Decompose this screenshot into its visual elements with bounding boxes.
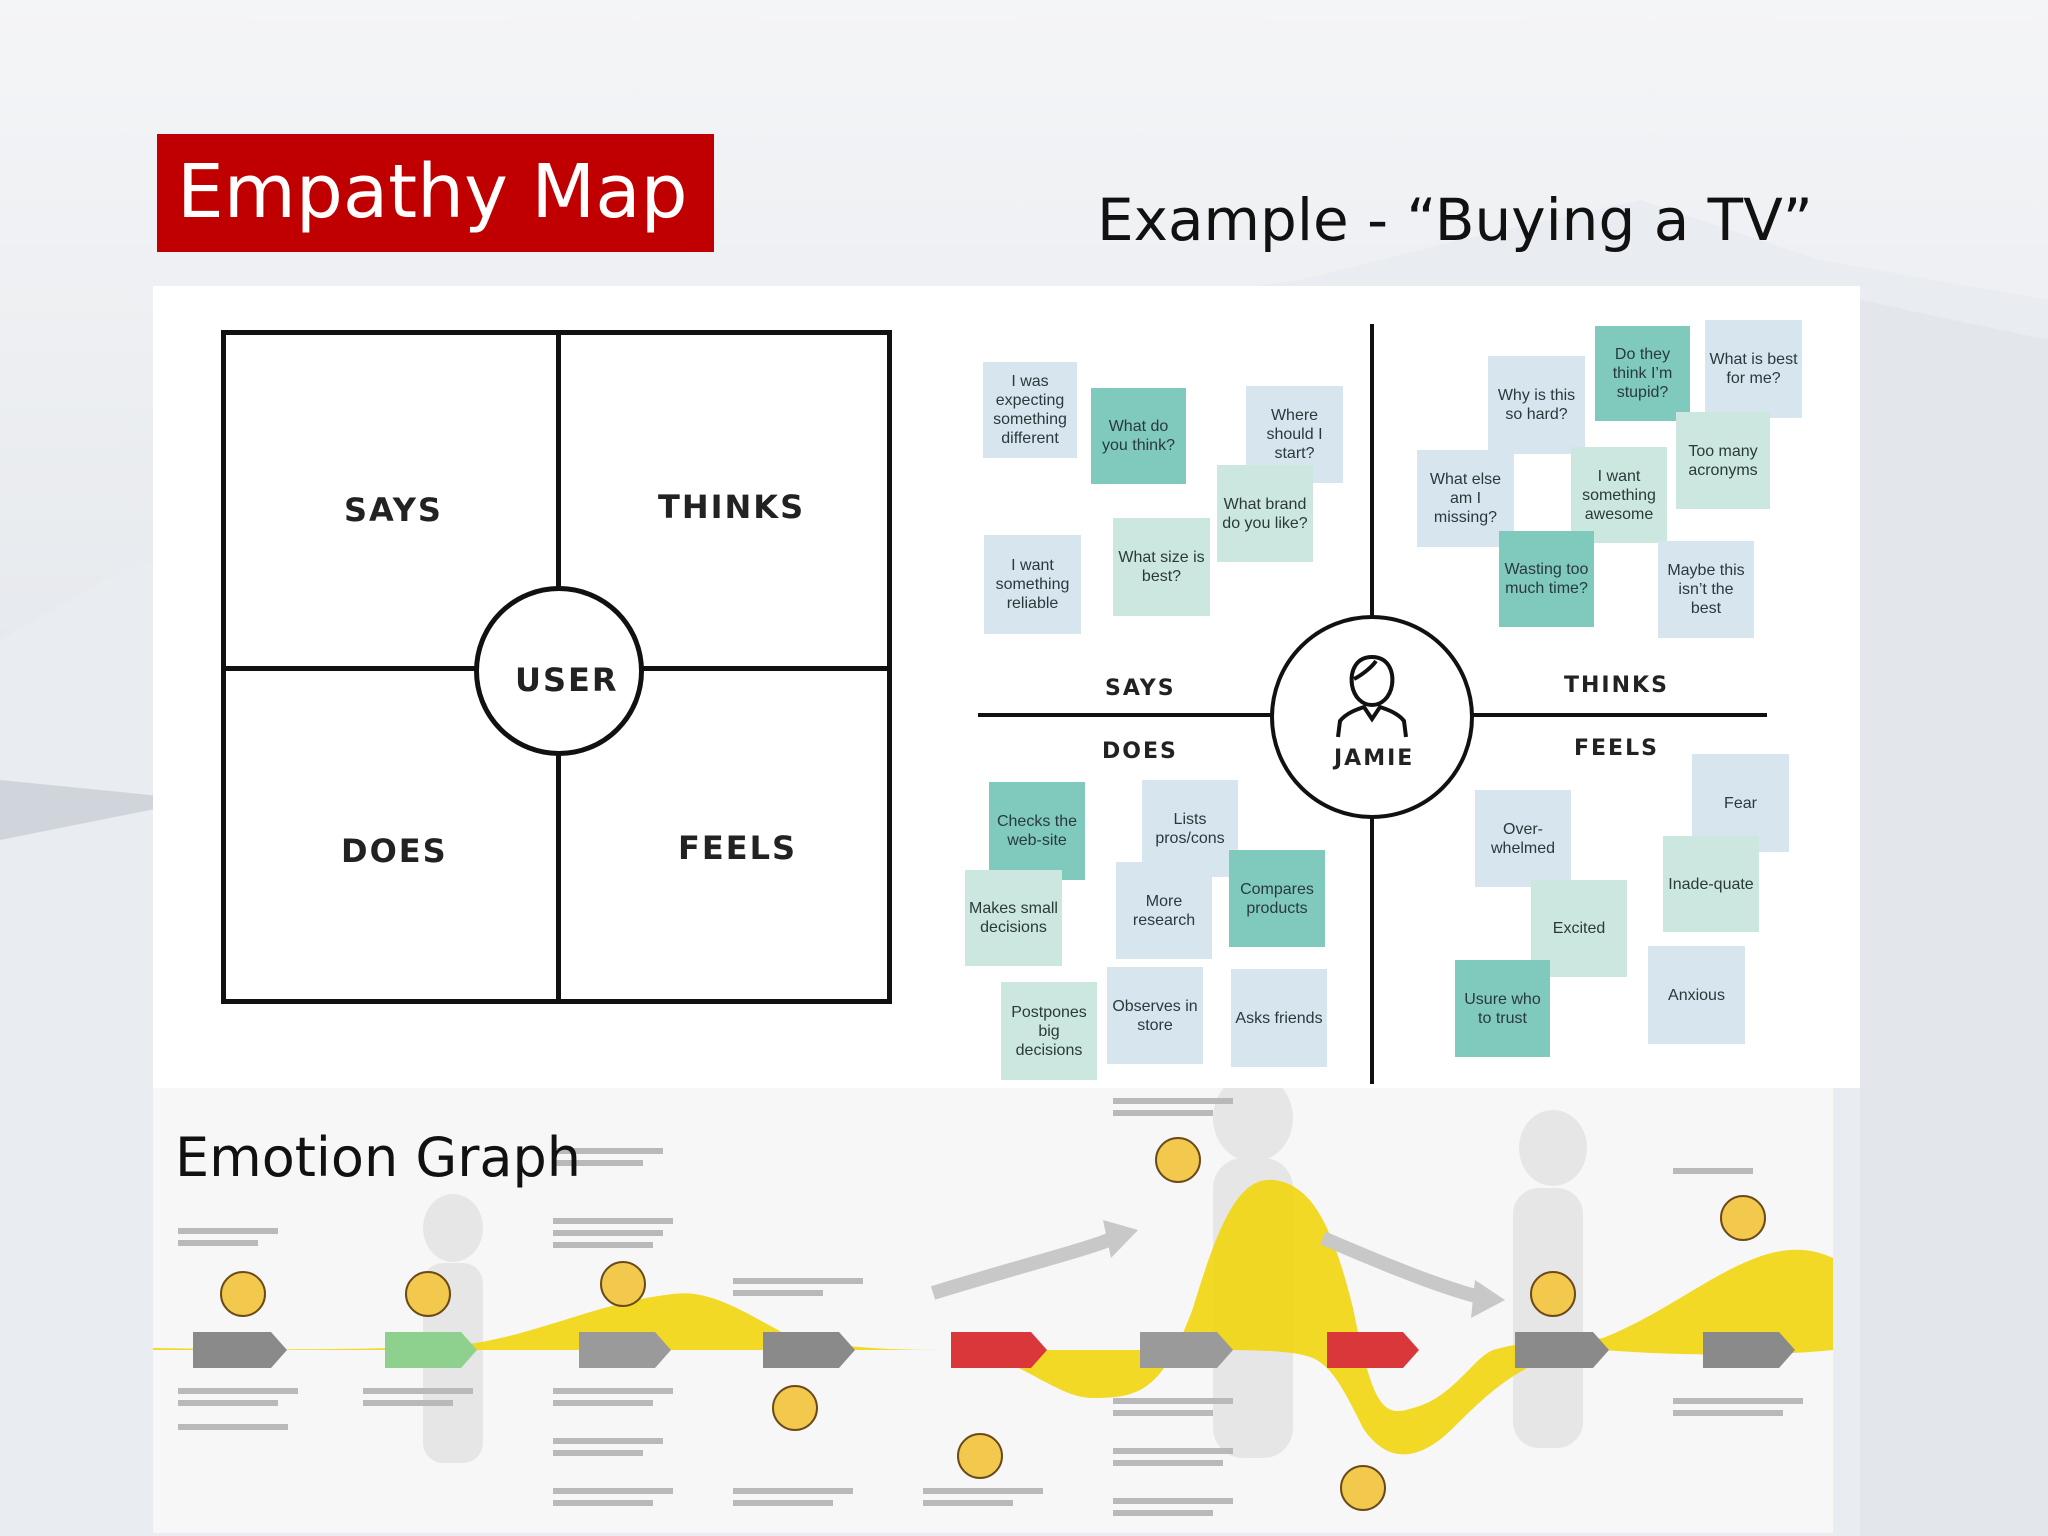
example-label-thinks: THINKS xyxy=(1564,673,1669,698)
example-label-does: DOES xyxy=(1102,739,1178,764)
sticky-note: I want something awesome xyxy=(1571,447,1667,543)
example-label-feels: FEELS xyxy=(1574,736,1659,761)
sticky-note: Over-whelmed xyxy=(1475,790,1571,887)
example-title: Example - “Buying a TV” xyxy=(1097,186,1813,254)
sticky-note: Too many acronyms xyxy=(1676,412,1770,509)
quadrant-thinks: THINKS xyxy=(658,488,806,526)
persona-name: JAMIE xyxy=(1334,746,1415,771)
sticky-note: What do you think? xyxy=(1091,388,1186,484)
sticky-note: Makes small decisions xyxy=(965,870,1062,966)
journey-stages xyxy=(193,1332,1795,1368)
center-user: USER xyxy=(515,661,619,699)
quadrant-does: DOES xyxy=(341,832,448,870)
sticky-note: Fear xyxy=(1692,754,1789,852)
example-label-says: SAYS xyxy=(1105,676,1176,701)
sticky-note: Usure who to trust xyxy=(1455,960,1550,1057)
sticky-note: Postpones big decisions xyxy=(1001,982,1097,1080)
persona-circle: JAMIE xyxy=(1270,615,1474,819)
slide-title: Empathy Map xyxy=(177,149,688,235)
quadrant-says: SAYS xyxy=(344,491,443,529)
user-circle xyxy=(474,586,644,756)
emotion-graph-title: Emotion Graph xyxy=(175,1126,582,1189)
sticky-note: Checks the web-site xyxy=(989,782,1085,880)
sticky-note: Maybe this isn’t the best xyxy=(1658,541,1754,638)
sticky-note: Asks friends xyxy=(1231,969,1327,1067)
sticky-note: More research xyxy=(1116,862,1212,959)
sticky-note: What size is best? xyxy=(1113,518,1210,616)
sticky-note: Do they think I’m stupid? xyxy=(1595,326,1690,421)
sticky-note: What else am I missing? xyxy=(1417,450,1514,547)
sticky-note: I want something reliable xyxy=(984,535,1081,634)
sticky-note: What is best for me? xyxy=(1705,320,1802,418)
sticky-note: Inade-quate xyxy=(1663,836,1759,932)
person-icon xyxy=(1336,654,1408,738)
emotion-graph xyxy=(153,1088,1833,1516)
sticky-note: Wasting too much time? xyxy=(1499,531,1594,627)
generic-empathy-map: SAYS THINKS USER DOES FEELS xyxy=(221,330,892,1004)
sticky-note: I was expecting something different xyxy=(983,362,1077,458)
sticky-note: Observes in store xyxy=(1107,967,1203,1064)
sticky-note: Compares products xyxy=(1229,850,1325,947)
sticky-note: Why is this so hard? xyxy=(1488,356,1585,454)
quadrant-feels: FEELS xyxy=(678,829,798,867)
title-banner: Empathy Map xyxy=(157,134,714,252)
sticky-note: Lists pros/cons xyxy=(1142,780,1238,877)
sticky-note: Anxious xyxy=(1648,946,1745,1044)
emotion-faces xyxy=(220,1137,1766,1511)
sticky-note: What brand do you like? xyxy=(1217,465,1313,562)
caption-smudges xyxy=(178,1098,1803,1516)
